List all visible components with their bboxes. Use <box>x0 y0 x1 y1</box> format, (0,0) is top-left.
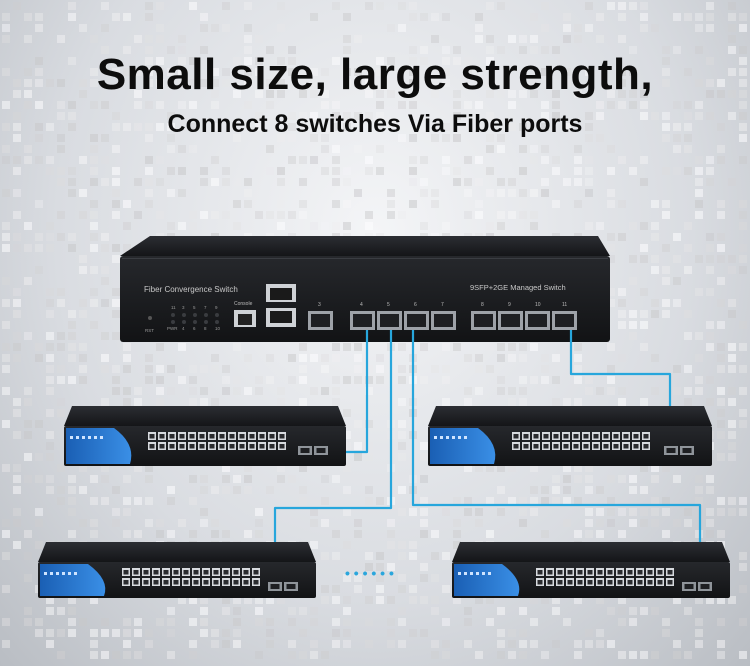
sfp-number: 11 <box>562 302 567 308</box>
sfp-number: 7 <box>441 302 444 308</box>
sfp-number: 10 <box>535 302 541 308</box>
led-number-top: 7 <box>204 305 207 310</box>
power-label: PWR <box>167 326 178 331</box>
sfp-number: 8 <box>481 302 484 308</box>
led-number-top: 9 <box>215 305 218 310</box>
led-number-bottom: 6 <box>193 326 196 331</box>
sfp-number: 4 <box>360 302 363 308</box>
access-switch-left-top <box>64 406 346 466</box>
headline-title: Small size, large strength, <box>96 50 654 99</box>
more-switches-ellipsis: • • • • • • <box>345 565 394 581</box>
led-number-top: 11 <box>171 305 176 310</box>
led-number-bottom: 8 <box>204 326 207 331</box>
sfp-number: 3 <box>318 302 321 308</box>
led-number-bottom: 10 <box>215 326 221 331</box>
reset-button[interactable] <box>148 316 152 320</box>
headline-subtitle: Connect 8 switches Via Fiber ports <box>167 110 583 138</box>
led-number-top: 3 <box>182 305 185 310</box>
console-label: Console <box>234 301 253 307</box>
sfp-port-row: 3 4 5 6 7 8 9 10 11 <box>308 302 577 330</box>
reset-label: RST <box>145 328 154 333</box>
main-fiber-switch: Fiber Convergence Switch 9SFP+2GE Manage… <box>120 236 610 342</box>
led-number-top: 5 <box>193 305 196 310</box>
status-led-panel: 11 3 5 7 9 4 6 8 10 <box>171 305 221 331</box>
sfp-number: 6 <box>414 302 417 308</box>
sfp-number: 9 <box>508 302 511 308</box>
access-switch-right-top <box>428 406 712 466</box>
access-switch-left-bottom <box>38 542 316 598</box>
led-number-bottom: 4 <box>182 326 185 331</box>
access-switch-right-bottom <box>452 542 730 598</box>
main-switch-left-label: Fiber Convergence Switch <box>144 285 238 294</box>
main-switch-right-label: 9SFP+2GE Managed Switch <box>470 283 566 292</box>
sfp-number: 5 <box>387 302 390 308</box>
